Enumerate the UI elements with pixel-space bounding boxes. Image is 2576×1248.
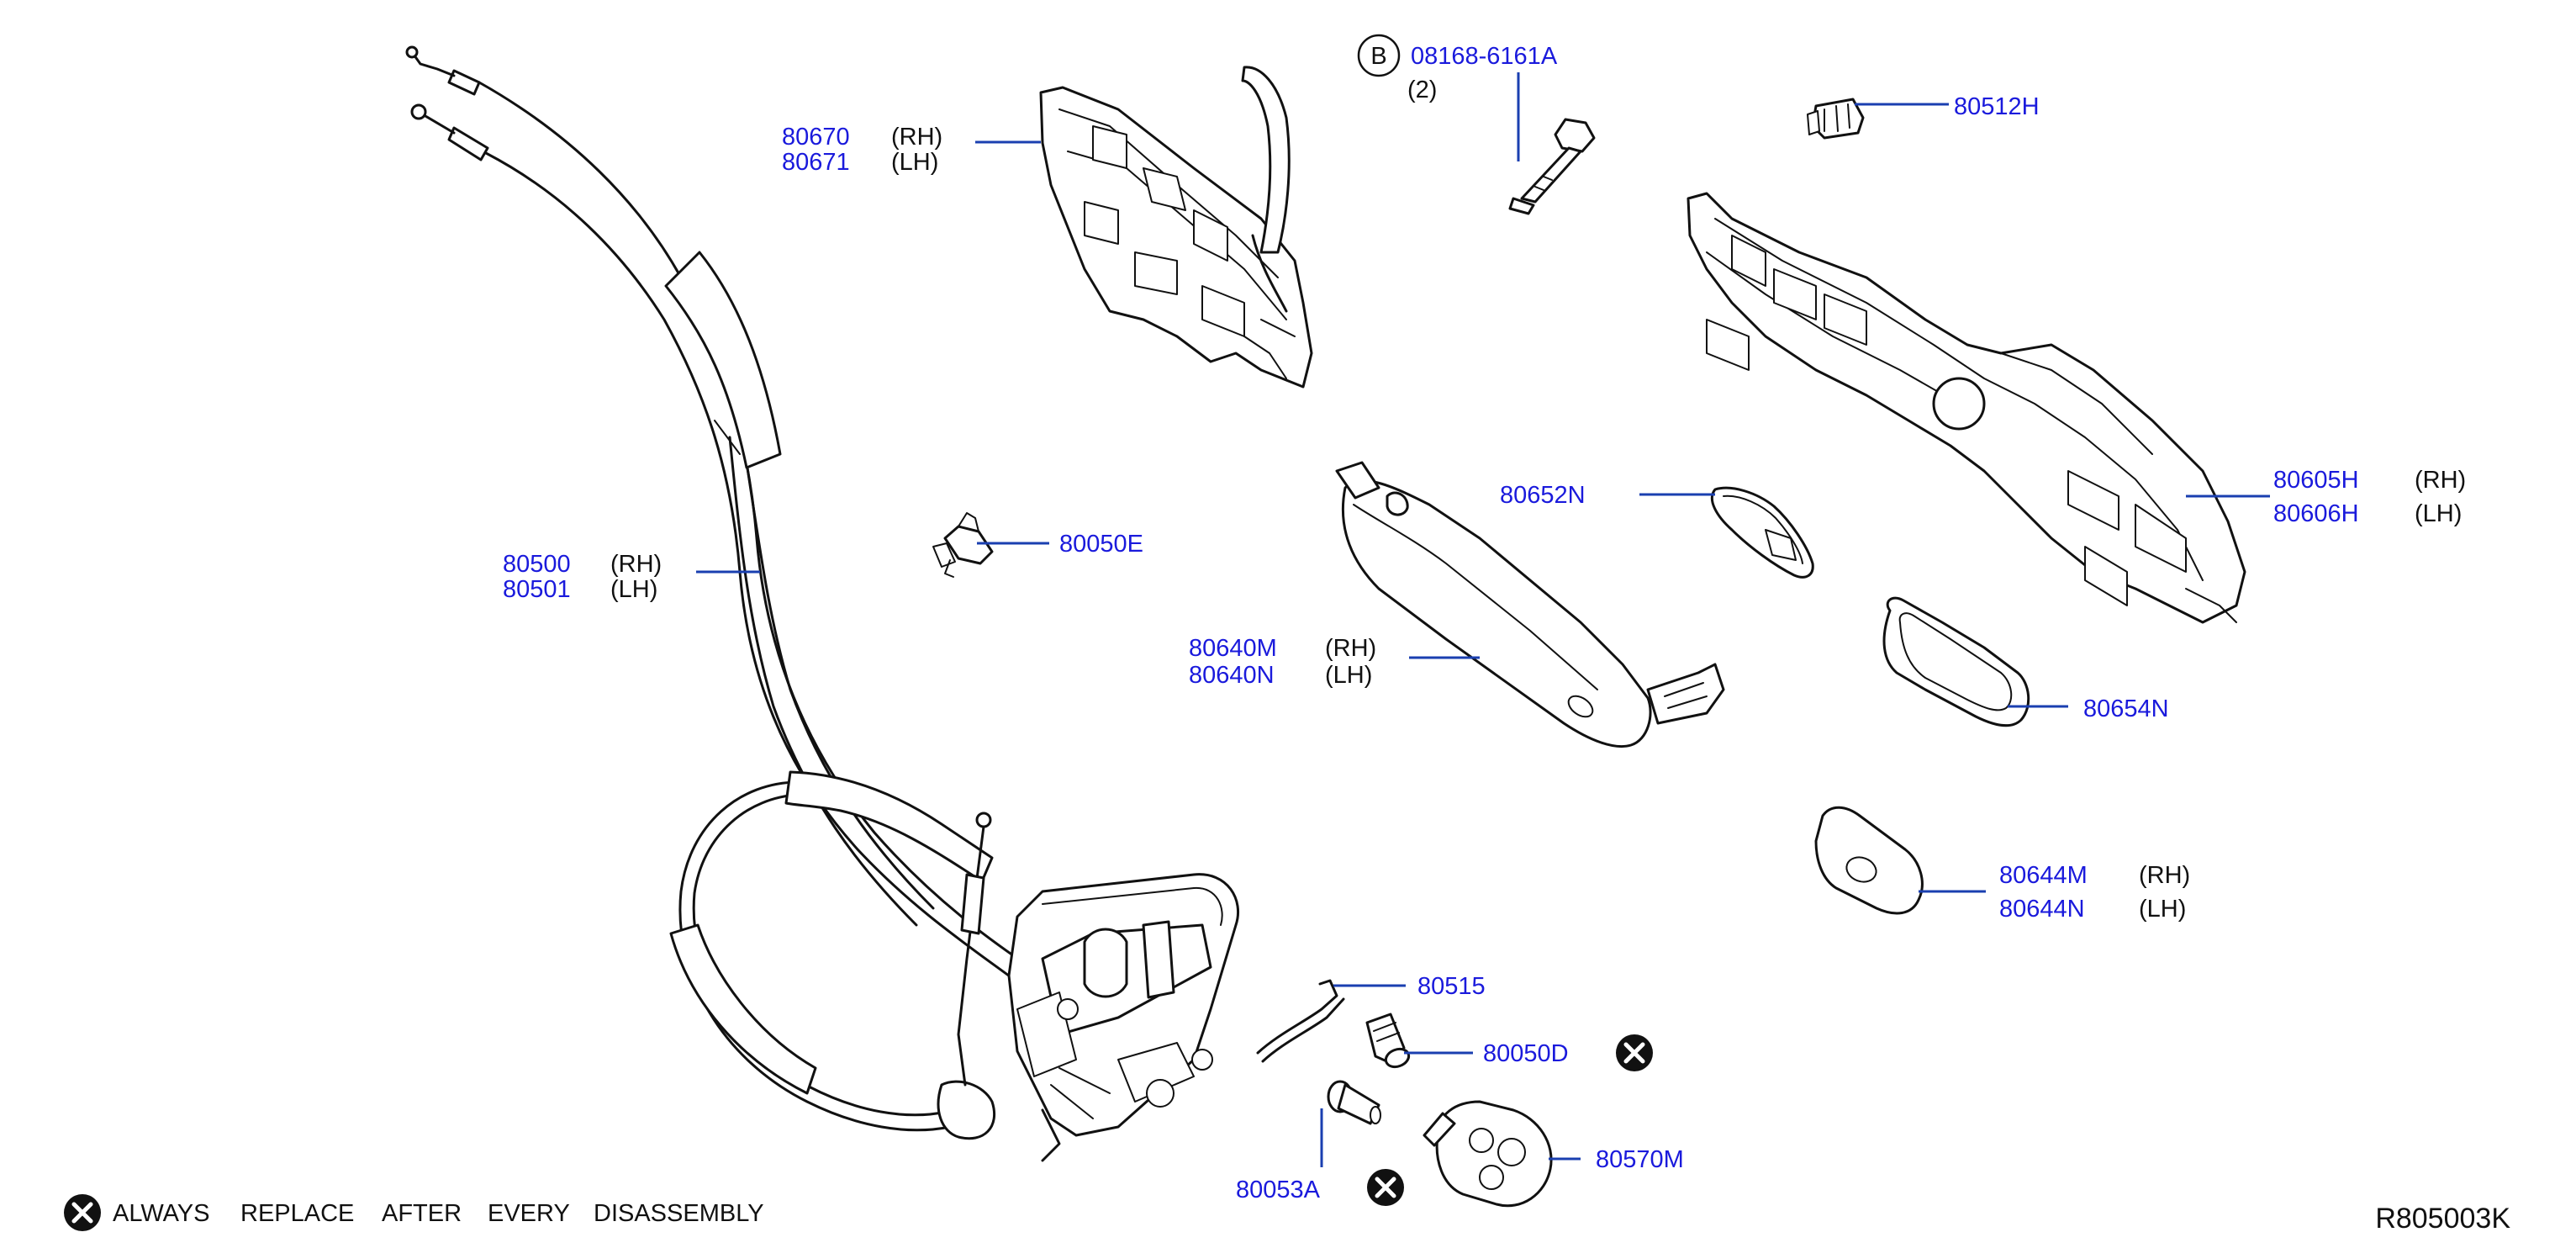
side-rh: (RH) xyxy=(610,551,662,578)
grommet-illustration xyxy=(1423,1100,1553,1208)
side-rh: (RH) xyxy=(2415,467,2466,494)
x-circle-icon xyxy=(1367,1169,1404,1206)
callout-80654N: 80654N xyxy=(2083,695,2169,722)
part-number-80053A: 80053A xyxy=(1236,1177,1321,1203)
leader-lines xyxy=(696,72,2270,1167)
side-lh: (LH) xyxy=(2415,500,2462,527)
x-circle-icon xyxy=(1616,1034,1653,1071)
callout-80500-80501: 80500 (RH) 80501 (LH) xyxy=(503,551,662,603)
callout-80053A: 80053A xyxy=(1236,1169,1404,1206)
bolt-quantity: (2) xyxy=(1407,77,1437,103)
callout-80652N: 80652N xyxy=(1500,482,1586,509)
legend-word: ALWAYS xyxy=(113,1200,210,1227)
part-number-80644N: 80644N xyxy=(1999,896,2085,923)
key-cylinder-cap-illustration xyxy=(1814,806,1924,915)
part-number-80050D: 80050D xyxy=(1483,1040,1569,1067)
legend: ALWAYS REPLACE AFTER EVERY DISASSEMBLY xyxy=(64,1194,764,1231)
screw-illustration xyxy=(1365,1013,1411,1069)
part-number-80654N: 80654N xyxy=(2083,695,2169,722)
legend-word: EVERY xyxy=(488,1200,570,1227)
side-rh: (RH) xyxy=(891,124,942,151)
b-circle-icon xyxy=(1357,34,1401,77)
legend-word: REPLACE xyxy=(240,1200,354,1227)
side-lh: (LH) xyxy=(2139,896,2186,923)
part-number-80512H: 80512H xyxy=(1954,93,2040,120)
side-lh: (LH) xyxy=(891,149,938,176)
callout-80512H: 80512H xyxy=(1954,93,2040,120)
callout-bolt: B 08168-6161A (2) xyxy=(1357,34,1558,103)
legend-word: DISASSEMBLY xyxy=(594,1200,764,1227)
part-number-80671: 80671 xyxy=(782,149,850,176)
part-number-80640M: 80640M xyxy=(1189,635,1277,662)
side-rh: (RH) xyxy=(2139,862,2190,889)
bolt-illustration xyxy=(1508,118,1596,215)
part-number-80606H: 80606H xyxy=(2273,500,2359,527)
door-handle-bracket-illustration xyxy=(1039,66,1313,389)
side-lh: (LH) xyxy=(610,576,657,603)
bolt-marker: B xyxy=(1370,43,1386,70)
part-number-80050E: 80050E xyxy=(1059,531,1143,558)
x-circle-icon xyxy=(64,1194,101,1231)
side-rh: (RH) xyxy=(1325,635,1376,662)
outside-door-handle-illustration xyxy=(1335,461,1725,748)
door-latch-illustration xyxy=(1007,873,1240,1162)
part-number-80570M: 80570M xyxy=(1596,1146,1684,1173)
part-number-80501: 80501 xyxy=(503,576,571,603)
callout-80644M-80644N: 80644M (RH) 80644N (LH) xyxy=(1999,862,2190,923)
callout-80050E: 80050E xyxy=(1059,531,1143,558)
lock-rod-illustration xyxy=(1256,979,1345,1063)
part-number-80670: 80670 xyxy=(782,124,850,151)
part-number-80605H: 80605H xyxy=(2273,467,2359,494)
callout-80670-80671: 80670 (RH) 80671 (LH) xyxy=(782,124,942,176)
clip-illustration xyxy=(932,512,994,578)
diagram-code: R805003K xyxy=(2375,1203,2510,1235)
side-lh: (LH) xyxy=(1325,662,1372,689)
callout-80640M-80640N: 80640M (RH) 80640N (LH) xyxy=(1189,635,1376,689)
part-number-80640N: 80640N xyxy=(1189,662,1275,689)
callout-80570M: 80570M xyxy=(1596,1146,1684,1173)
outside-handle-bracket-illustration xyxy=(1687,192,2246,624)
handle-cap-insert-illustration xyxy=(1807,98,1865,140)
callout-80050D: 80050D xyxy=(1483,1034,1653,1071)
pin-illustration xyxy=(1327,1080,1381,1125)
callout-80515: 80515 xyxy=(1417,973,1486,1000)
callout-80605H-80606H: 80605H (RH) 80606H (LH) xyxy=(2273,467,2466,527)
legend-word: AFTER xyxy=(382,1200,462,1227)
handle-escutcheon-illustration xyxy=(1710,486,1814,579)
part-number-80500: 80500 xyxy=(503,551,571,578)
part-number-08168-6161A: 08168-6161A xyxy=(1411,43,1558,70)
door-lock-cable-illustration xyxy=(405,45,1044,1140)
part-number-80652N: 80652N xyxy=(1500,482,1586,509)
part-number-80644M: 80644M xyxy=(1999,862,2088,889)
handle-gasket-illustration xyxy=(1882,596,2030,727)
part-number-80515: 80515 xyxy=(1417,973,1486,1000)
